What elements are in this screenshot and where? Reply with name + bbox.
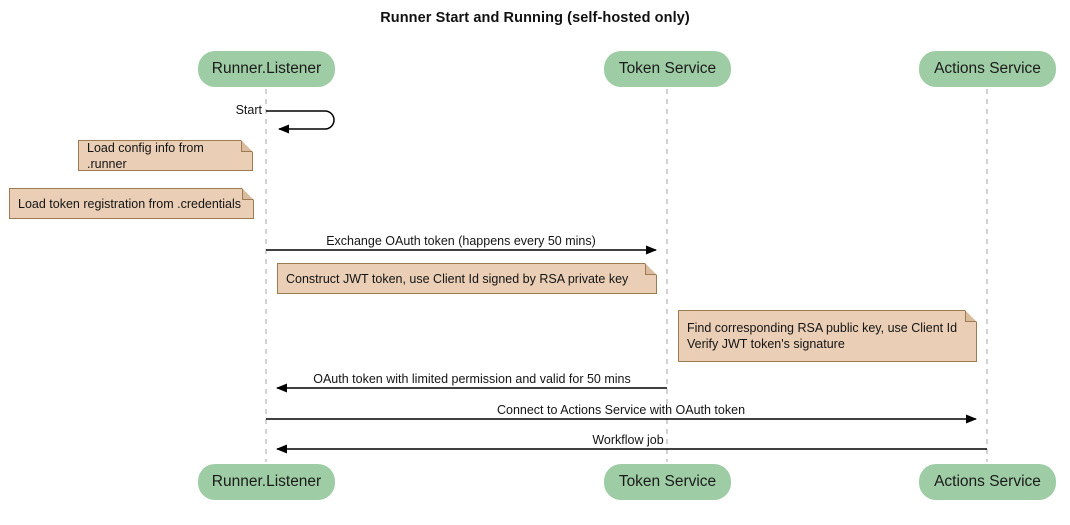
note-text: Construct JWT token, use Client Id signe… xyxy=(286,271,629,286)
message-label-exchange-oauth: Exchange OAuth token (happens every 50 m… xyxy=(326,234,596,248)
note-fold-icon xyxy=(242,188,254,200)
lifelines xyxy=(265,89,988,462)
participant-label: Actions Service xyxy=(934,60,1041,77)
participant-label: Runner.Listener xyxy=(211,473,322,490)
participant-top-token-service[interactable]: Token Service xyxy=(604,51,731,87)
participant-label: Runner.Listener xyxy=(211,60,322,77)
message-label-workflow-job: Workflow job xyxy=(592,433,664,447)
note-load-token-registration: Load token registration from .credential… xyxy=(9,188,254,219)
note-fold-icon xyxy=(645,263,657,275)
diagram-title: Runner Start and Running (self-hosted on… xyxy=(380,10,690,26)
participant-label: Token Service xyxy=(618,473,717,490)
participant-top-actions-service[interactable]: Actions Service xyxy=(919,51,1056,87)
participant-bottom-token-service[interactable]: Token Service xyxy=(604,464,731,500)
note-fold-icon xyxy=(241,140,253,152)
note-load-config: Load config info from .runner xyxy=(78,140,253,171)
message-label-oauth-token-return: OAuth token with limited permission and … xyxy=(313,372,631,386)
participant-label: Actions Service xyxy=(934,473,1041,490)
note-construct-jwt: Construct JWT token, use Client Id signe… xyxy=(277,263,657,294)
participant-bottom-runner-listener[interactable]: Runner.Listener xyxy=(198,464,335,500)
message-label-connect-actions: Connect to Actions Service with OAuth to… xyxy=(496,403,746,417)
message-arrow-start xyxy=(266,110,335,134)
message-label-start: Start xyxy=(235,103,262,117)
note-fold-icon xyxy=(965,310,977,322)
note-text: Load token registration from .credential… xyxy=(18,196,242,211)
note-text: Find corresponding RSA public key, use C… xyxy=(687,321,958,351)
participant-label: Token Service xyxy=(618,60,717,77)
participant-bottom-actions-service[interactable]: Actions Service xyxy=(919,464,1056,500)
participant-top-runner-listener[interactable]: Runner.Listener xyxy=(198,51,335,87)
note-text: Load config info from .runner xyxy=(87,140,204,171)
note-verify-jwt: Find corresponding RSA public key, use C… xyxy=(678,310,977,362)
